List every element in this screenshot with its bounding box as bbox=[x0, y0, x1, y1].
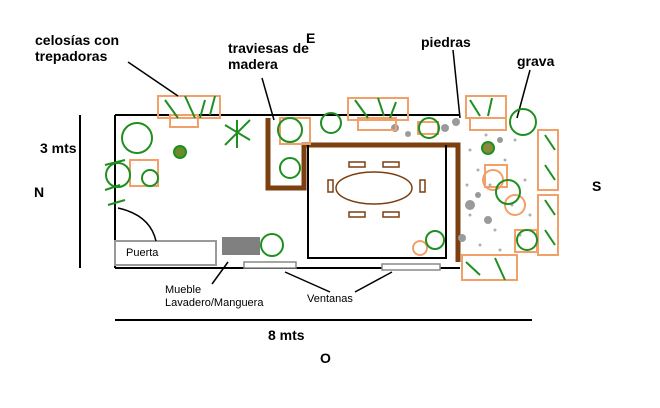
label-furniture: Mueble Lavadero/Manguera bbox=[165, 284, 264, 309]
door-shape bbox=[114, 240, 217, 266]
label-windows: Ventanas bbox=[307, 293, 353, 305]
plants bbox=[105, 108, 538, 257]
label-door: Puerta bbox=[126, 247, 159, 259]
label-height: 3 mts bbox=[40, 140, 77, 156]
climbing-plants bbox=[104, 95, 556, 281]
label-width: 8 mts bbox=[268, 327, 305, 343]
label-gravel: grava bbox=[517, 53, 555, 69]
label-trellis: celosías con trepadoras bbox=[35, 32, 120, 64]
window-left bbox=[243, 261, 297, 269]
leader-lines bbox=[127, 49, 531, 293]
gravel-area bbox=[465, 133, 532, 252]
trellis-planters bbox=[157, 95, 559, 281]
label-west: O bbox=[320, 350, 331, 366]
label-stones: piedras bbox=[421, 34, 471, 50]
label-east: E bbox=[306, 30, 316, 46]
door-swing bbox=[117, 207, 157, 242]
laundry-cabinet bbox=[222, 237, 260, 255]
patio-area bbox=[307, 145, 447, 259]
label-sleepers: traviesas de madera bbox=[228, 40, 309, 72]
label-south: S bbox=[592, 178, 602, 194]
table-set bbox=[327, 161, 426, 218]
wood-sleepers bbox=[265, 118, 461, 262]
label-north: N bbox=[34, 184, 45, 200]
window-right bbox=[381, 263, 441, 271]
